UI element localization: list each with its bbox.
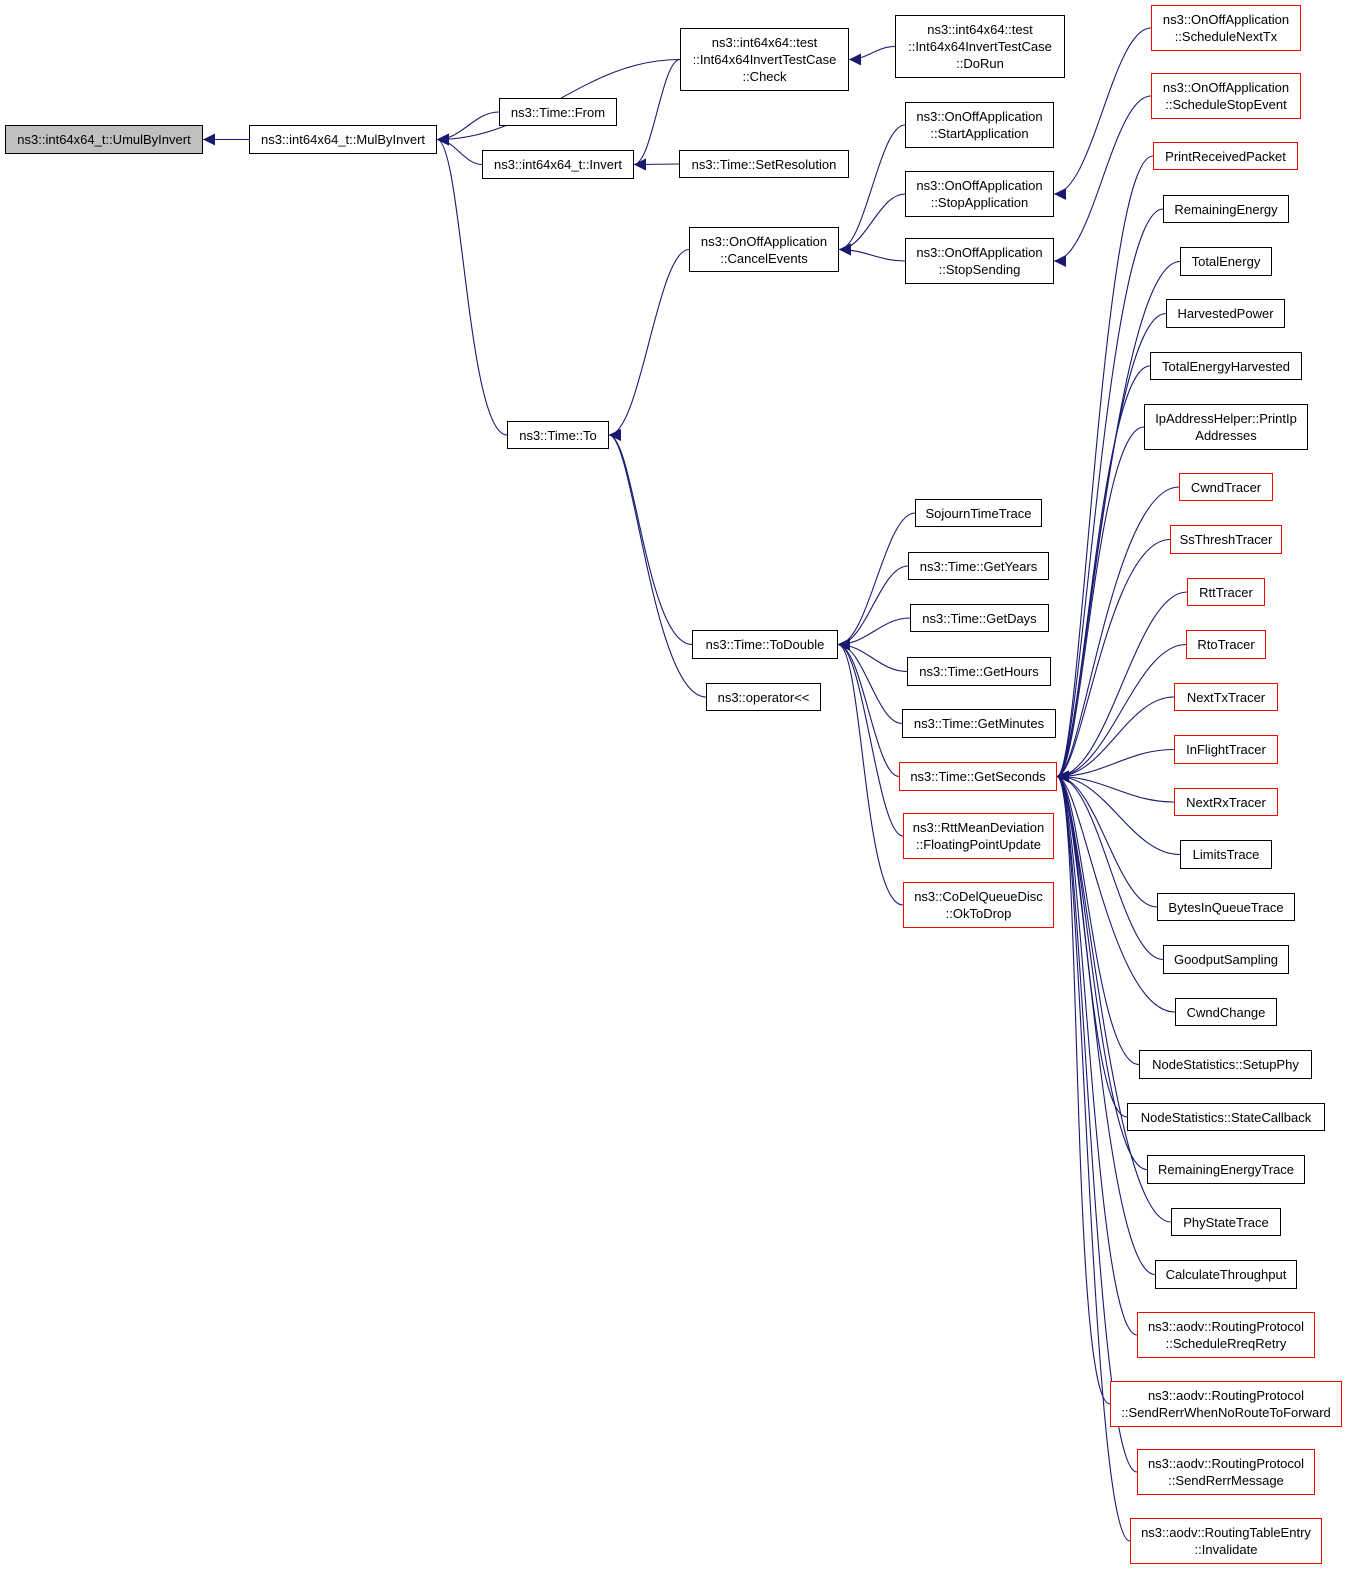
graph-node-schedstop[interactable]: ns3::OnOffApplication ::ScheduleStopEven… (1151, 73, 1301, 119)
graph-node-ssth[interactable]: SsThreshTracer (1170, 525, 1282, 554)
graph-node-remtrace[interactable]: RemainingEnergyTrace (1147, 1155, 1305, 1184)
graph-node-from[interactable]: ns3::Time::From (499, 98, 617, 126)
graph-node-stopapp[interactable]: ns3::OnOffApplication ::StopApplication (905, 171, 1054, 217)
edge-setupphy-to-seconds (1056, 770, 1140, 1066)
graph-node-totharv[interactable]: TotalEnergyHarvested (1150, 352, 1302, 380)
edge-check-to-invert (633, 58, 681, 171)
graph-node-invert[interactable]: ns3::int64x64_t::Invert (482, 150, 634, 179)
graph-node-years[interactable]: ns3::Time::GetYears (908, 552, 1049, 580)
edge-from-to-mulbyinvert (436, 111, 500, 146)
graph-node-setres[interactable]: ns3::Time::SetResolution (679, 150, 849, 178)
graph-node-check[interactable]: ns3::int64x64::test ::Int64x64InvertTest… (680, 28, 849, 91)
edge-sojourn-to-todouble (837, 512, 916, 651)
graph-node-printrecv[interactable]: PrintReceivedPacket (1153, 142, 1298, 170)
graph-node-phystate[interactable]: PhyStateTrace (1171, 1208, 1281, 1236)
graph-node-nextrx[interactable]: NextRxTracer (1174, 788, 1278, 816)
edge-ssth-to-seconds (1056, 538, 1171, 783)
graph-node-codel[interactable]: ns3::CoDelQueueDisc ::OkToDrop (903, 882, 1054, 928)
edge-rttmean-to-todouble (837, 638, 904, 837)
edge-cwnd-to-seconds (1056, 486, 1180, 783)
graph-node-nexttx[interactable]: NextTxTracer (1174, 683, 1278, 711)
graph-node-hours[interactable]: ns3::Time::GetHours (907, 657, 1051, 686)
graph-node-rtt[interactable]: RttTracer (1187, 578, 1265, 606)
graph-node-oplt[interactable]: ns3::operator<< (706, 683, 821, 711)
edge-stopapp-to-cancel (838, 193, 906, 256)
edge-sendrerrnr-to-seconds (1056, 770, 1111, 1405)
graph-node-seconds[interactable]: ns3::Time::GetSeconds (899, 762, 1057, 791)
graph-node-mulbyinvert[interactable]: ns3::int64x64_t::MulByInvert (249, 125, 437, 154)
graph-node-remenergy[interactable]: RemainingEnergy (1163, 195, 1289, 223)
graph-node-cwndchg[interactable]: CwndChange (1175, 998, 1277, 1026)
edge-bytesq-to-seconds (1056, 770, 1158, 908)
edge-setres-to-invert (633, 158, 680, 171)
edge-cwndchg-to-seconds (1056, 770, 1176, 1013)
graph-node-stopsend[interactable]: ns3::OnOffApplication ::StopSending (905, 238, 1054, 284)
graph-node-schednext[interactable]: ns3::OnOffApplication ::ScheduleNextTx (1151, 5, 1301, 51)
edge-ipaddr-to-seconds (1056, 426, 1145, 783)
edge-schedstop-to-stopsend (1053, 95, 1152, 267)
edge-to-to-mulbyinvert (436, 133, 508, 436)
graph-node-inflight[interactable]: InFlightTracer (1174, 735, 1278, 764)
edge-todouble-to-to (608, 429, 693, 646)
graph-node-cancel[interactable]: ns3::OnOffApplication ::CancelEvents (689, 227, 839, 272)
graph-node-limits[interactable]: LimitsTrace (1180, 840, 1272, 869)
edge-years-to-todouble (837, 565, 909, 651)
graph-node-ipaddr[interactable]: IpAddressHelper::PrintIp Addresses (1144, 404, 1308, 450)
graph-node-todouble[interactable]: ns3::Time::ToDouble (692, 630, 838, 659)
graph-node-bytesq[interactable]: BytesInQueueTrace (1157, 893, 1295, 921)
edge-sendrerr-to-seconds (1056, 770, 1138, 1473)
graph-node-to[interactable]: ns3::Time::To (507, 421, 609, 449)
edge-totharv-to-seconds (1056, 365, 1151, 783)
edge-invalidate-to-seconds (1056, 770, 1131, 1542)
edge-nexttx-to-seconds (1056, 696, 1175, 783)
edge-codel-to-todouble (837, 638, 904, 906)
edge-seconds-to-todouble (837, 638, 900, 778)
graph-node-setupphy[interactable]: NodeStatistics::SetupPhy (1139, 1050, 1312, 1079)
edge-stopsend-to-cancel (838, 243, 906, 262)
graph-node-calcthr[interactable]: CalculateThroughput (1155, 1260, 1297, 1289)
edge-remenergy-to-seconds (1056, 208, 1164, 783)
graph-node-sendrerr[interactable]: ns3::aodv::RoutingProtocol ::SendRerrMes… (1137, 1449, 1315, 1495)
edge-limits-to-seconds (1056, 770, 1181, 856)
graph-node-sendrerrnr[interactable]: ns3::aodv::RoutingProtocol ::SendRerrWhe… (1110, 1381, 1342, 1427)
edge-calcthr-to-seconds (1056, 770, 1156, 1276)
graph-node-cwnd[interactable]: CwndTracer (1179, 473, 1273, 501)
graph-node-harvpower[interactable]: HarvestedPower (1166, 299, 1285, 328)
graph-node-umul: ns3::int64x64_t::UmulByInvert (5, 125, 203, 154)
edge-cancel-to-to (608, 248, 690, 441)
graph-node-minutes[interactable]: ns3::Time::GetMinutes (902, 709, 1056, 738)
graph-node-goodput[interactable]: GoodputSampling (1163, 945, 1289, 974)
edge-rtt-to-seconds (1056, 591, 1188, 783)
edge-oplt-to-to (608, 429, 707, 698)
edge-invert-to-mulbyinvert (436, 133, 483, 166)
edge-inflight-to-seconds (1056, 748, 1175, 783)
graph-node-schedrreq[interactable]: ns3::aodv::RoutingProtocol ::ScheduleRre… (1137, 1312, 1315, 1358)
graph-node-dorun[interactable]: ns3::int64x64::test ::Int64x64InvertTest… (895, 15, 1065, 78)
graph-node-rttmean[interactable]: ns3::RttMeanDeviation ::FloatingPointUpd… (903, 813, 1054, 859)
graph-node-rto[interactable]: RtoTracer (1186, 630, 1266, 659)
edge-goodput-to-seconds (1056, 770, 1164, 961)
graph-node-sojourn[interactable]: SojournTimeTrace (915, 499, 1042, 527)
edge-nextrx-to-seconds (1056, 770, 1175, 803)
edge-rto-to-seconds (1056, 643, 1187, 783)
edge-schednext-to-stopapp (1053, 27, 1152, 200)
edge-phystate-to-seconds (1056, 770, 1172, 1223)
graph-node-invalidate[interactable]: ns3::aodv::RoutingTableEntry ::Invalidat… (1130, 1518, 1322, 1564)
edge-schedrreq-to-seconds (1056, 770, 1138, 1336)
graph-node-statecb[interactable]: NodeStatistics::StateCallback (1127, 1103, 1325, 1131)
graph-node-days[interactable]: ns3::Time::GetDays (910, 604, 1049, 632)
graph-node-startapp[interactable]: ns3::OnOffApplication ::StartApplication (905, 102, 1054, 148)
edge-printrecv-to-seconds (1056, 155, 1154, 783)
edge-startapp-to-cancel (838, 124, 906, 256)
graph-node-totenergy[interactable]: TotalEnergy (1180, 247, 1272, 276)
edge-dorun-to-check (848, 45, 896, 66)
